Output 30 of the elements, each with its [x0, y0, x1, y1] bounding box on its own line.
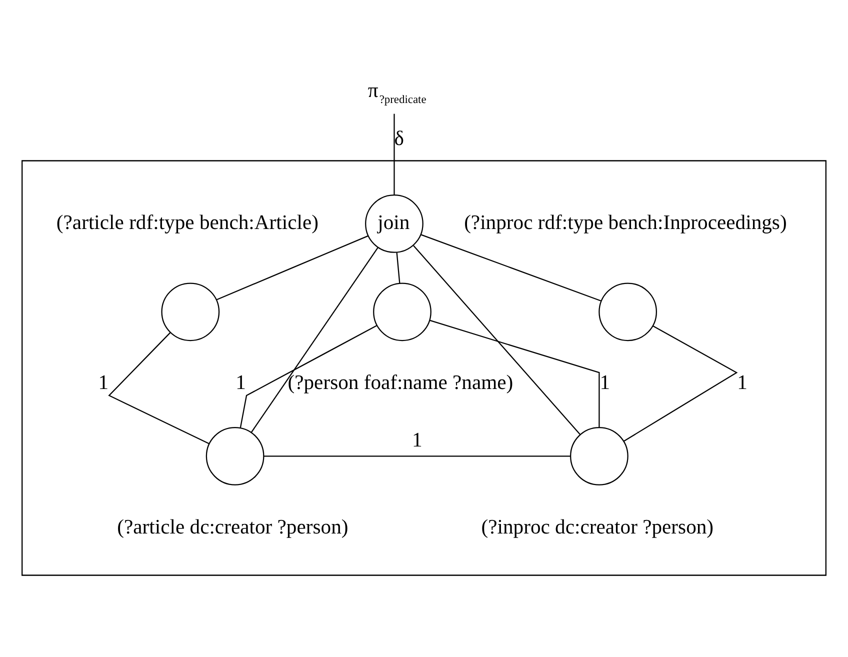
connector: [394, 114, 395, 195]
node-label: (?inproc dc:creator ?person): [481, 516, 714, 538]
node-circle: [598, 282, 658, 342]
node-label: (?article rdf:type bench:Article): [56, 212, 318, 234]
connector: [413, 245, 581, 435]
node-label: (?inproc rdf:type bench:Inproceedings): [464, 212, 787, 234]
edge-label: 1: [236, 372, 246, 394]
connector: [108, 332, 210, 444]
edge-label: 1: [600, 372, 610, 394]
connector: [264, 456, 570, 457]
node-circle: [373, 282, 432, 342]
edge-label: 1: [98, 372, 109, 394]
node-text: π$_{?predicate}$: [368, 80, 426, 106]
connector: [420, 234, 602, 302]
edge-label: 1: [412, 429, 422, 452]
connector: [216, 235, 368, 300]
node-circle: [570, 426, 628, 486]
edge-label: δ: [394, 128, 404, 150]
node-label: (?person foaf:name ?name): [288, 372, 514, 394]
connector: [429, 320, 600, 428]
node-circle: [206, 426, 264, 486]
node-circle: join: [365, 194, 424, 253]
cluster: [22, 160, 826, 576]
node-label: (?article dc:creator ?person): [117, 516, 348, 538]
connector: [240, 325, 378, 428]
connector: [396, 252, 400, 284]
connector: [623, 325, 738, 442]
node-circle: [161, 282, 220, 342]
connector: [250, 247, 378, 433]
edge-label: 1: [737, 372, 748, 394]
